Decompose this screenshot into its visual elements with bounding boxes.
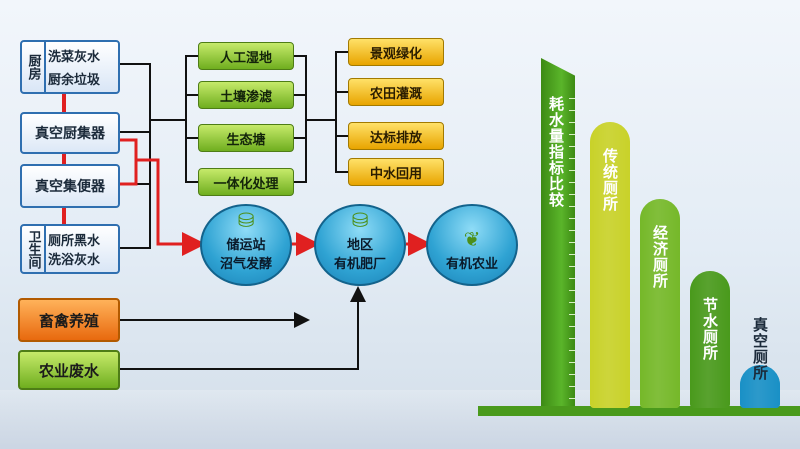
chart-bar: 传统厕所 — [590, 122, 630, 408]
axis-tick — [569, 146, 575, 147]
bathroom-group: 卫生间 厕所黑水 洗浴灰水 — [20, 224, 120, 274]
axis-tick — [569, 290, 575, 291]
red-flow-toilet — [118, 160, 138, 186]
output-discharge: 达标排放 — [348, 122, 444, 150]
axis-tick — [569, 302, 575, 303]
process-biogas-station: ⛁ 储运站 沼气发酵 — [200, 204, 292, 286]
axis-tick — [569, 122, 575, 123]
livestock-box: 畜禽养殖 — [18, 298, 120, 342]
process-organic-agriculture: ❦ 有机农业 — [426, 204, 518, 286]
kitchen-item-1: 洗菜灰水 — [48, 50, 101, 65]
bracket-treatments-left — [185, 55, 198, 183]
treatment-eco-pond: 生态塘 — [198, 124, 294, 152]
chart-bar-label: 节水厕所 — [701, 297, 719, 361]
axis-tick — [569, 266, 575, 267]
axis-tick — [569, 110, 575, 111]
axis-tick — [569, 254, 575, 255]
chart-baseline — [478, 406, 800, 416]
axis-tick — [569, 182, 575, 183]
flow-farm-water — [120, 286, 366, 370]
process-biogas-line-2: 沼气发酵 — [219, 257, 272, 272]
vacuum-kitchen-collector: 真空厨集器 — [20, 112, 120, 154]
axis-tick — [569, 398, 575, 399]
bathroom-item-2: 洗浴灰水 — [48, 253, 101, 268]
bathroom-label: 卫生间 — [22, 226, 46, 272]
chart-bar-label: 真空厕所 — [751, 317, 769, 381]
axis-tick — [569, 314, 575, 315]
bracket-outputs — [335, 51, 348, 173]
treatment-integrated: 一体化处理 — [198, 168, 294, 196]
output-reuse: 中水回用 — [348, 158, 444, 186]
kitchen-group: 厨房 洗菜灰水 厨余垃圾 — [20, 40, 120, 94]
axis-tick — [569, 386, 575, 387]
output-irrigation: 农田灌溉 — [348, 78, 444, 106]
red-flow-vacuum — [118, 138, 206, 256]
axis-tick — [569, 206, 575, 207]
vacuum-toilet-collector: 真空集便器 — [20, 164, 120, 208]
axis-tick — [569, 230, 575, 231]
axis-tick — [569, 374, 575, 375]
axis-tick — [569, 278, 575, 279]
process-agri-line-1: 有机农业 — [445, 257, 498, 272]
biogas-tank-icon: ⛁ — [237, 208, 255, 232]
axis-tick — [569, 170, 575, 171]
process-fertilizer-plant: ⛁ 地区 有机肥厂 — [314, 204, 406, 286]
chart-y-axis-label: 耗水量指标比较 — [547, 96, 565, 208]
chart-bar: 经济厕所 — [640, 199, 680, 408]
kitchen-label: 厨房 — [22, 42, 46, 92]
axis-tick — [569, 158, 575, 159]
process-plant-line-2: 有机肥厂 — [333, 257, 386, 272]
process-biogas-line-1: 储运站 — [226, 238, 266, 253]
chart-bar-label: 经济厕所 — [651, 225, 669, 289]
farm-water-box: 农业废水 — [18, 350, 120, 390]
chart-bar-label: 传统厕所 — [601, 148, 619, 212]
axis-tick — [569, 326, 575, 327]
axis-tick — [569, 338, 575, 339]
bathroom-item-1: 厕所黑水 — [48, 234, 101, 249]
treatment-soil-filter: 土壤渗滤 — [198, 81, 294, 109]
chart-bar: 真空厕所 — [740, 317, 780, 408]
fertilizer-plant-icon: ⛁ — [351, 208, 369, 232]
kitchen-item-2: 厨余垃圾 — [48, 73, 101, 88]
axis-tick — [569, 362, 575, 363]
chart-bar: 节水厕所 — [690, 271, 730, 408]
output-landscape: 景观绿化 — [348, 38, 444, 66]
plant-icon: ❦ — [463, 227, 481, 251]
axis-tick — [569, 98, 575, 99]
treatment-wetland: 人工湿地 — [198, 42, 294, 70]
axis-tick — [569, 242, 575, 243]
process-plant-line-1: 地区 — [346, 238, 373, 253]
chart-y-axis — [541, 58, 575, 410]
axis-tick — [569, 194, 575, 195]
axis-tick — [569, 350, 575, 351]
bracket-treatments-right — [294, 55, 307, 183]
axis-tick — [569, 134, 575, 135]
axis-tick — [569, 218, 575, 219]
